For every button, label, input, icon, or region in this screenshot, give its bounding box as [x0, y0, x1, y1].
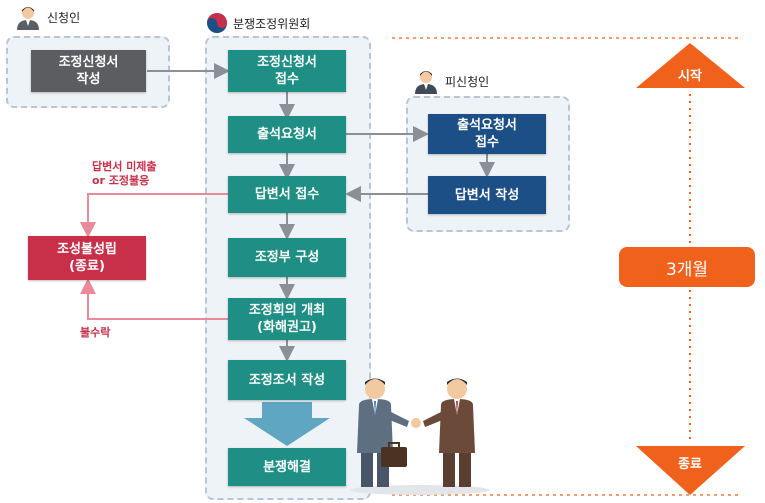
timeline-start-label: 시작: [678, 68, 702, 84]
box-receive-answer: 답변서 접수: [228, 176, 346, 213]
respondent-header: 피신청인: [412, 68, 489, 94]
timeline-duration-label: 3개월: [665, 259, 709, 280]
box-failed: 조성불성립(종료): [28, 236, 146, 280]
committee-label: 분쟁조정위원회: [233, 16, 311, 31]
arrow-refuse: [80, 278, 228, 320]
start-arrow: [636, 43, 745, 88]
committee-header: 분쟁조정위원회: [206, 12, 310, 34]
handshake-illustration: [350, 378, 490, 495]
timeline-end-label: 종료: [678, 456, 702, 472]
box-attendance-request: 출석요청서: [228, 116, 346, 153]
box-hold-meeting: 조정회의 개최(화해권고): [228, 298, 346, 340]
box-write-answer: 답변서 작성: [428, 176, 546, 214]
applicant-label: 신청인: [47, 10, 81, 25]
box-write-report: 조정조서 작성: [228, 360, 346, 400]
emblem-icon: [207, 13, 227, 33]
down-arrow: [244, 402, 330, 446]
box-form-panel: 조정부 구성: [228, 238, 346, 277]
arrow-no-answer: [80, 193, 228, 238]
note-refuse: 불수락: [80, 326, 111, 339]
box-resolution: 분쟁해결: [228, 448, 346, 486]
person-icon: [415, 71, 437, 94]
note-no-answer: 답변서 미제출 or 조정불응: [92, 160, 157, 187]
respondent-label: 피신청인: [445, 74, 490, 89]
end-arrow: [636, 446, 745, 495]
applicant-header: 신청인: [14, 4, 80, 30]
person-icon: [17, 7, 39, 30]
duration-box: [619, 247, 755, 287]
